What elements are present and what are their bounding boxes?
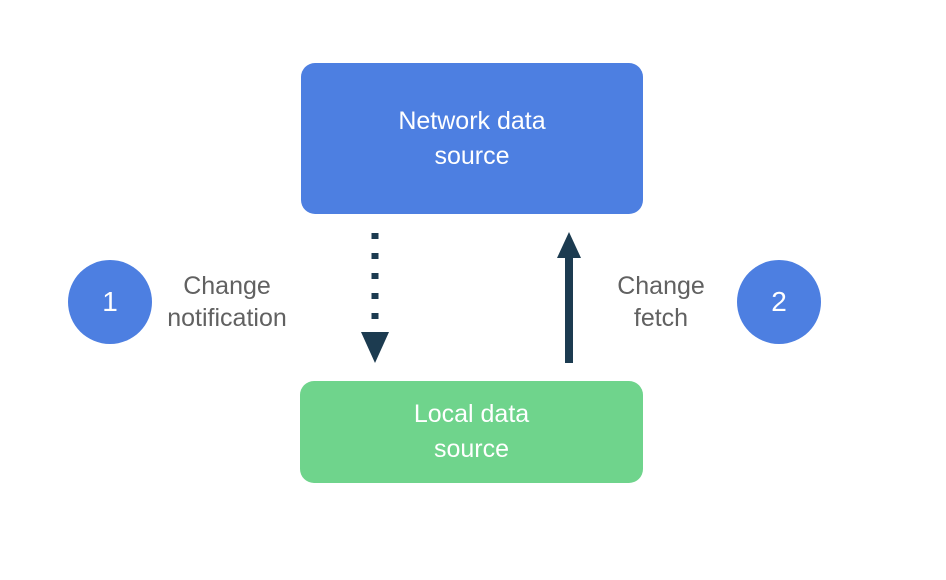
- network-box-label-line1: Network data: [398, 106, 546, 135]
- change-fetch-arrow-icon: [557, 232, 581, 363]
- network-box-label-line2: source: [434, 141, 510, 170]
- change-notification-arrow-icon: [361, 233, 389, 363]
- change-notification-label-line1: Change: [183, 272, 271, 300]
- local-box-label-line2: source: [433, 435, 510, 463]
- change-fetch-label: Change fetch: [581, 262, 741, 342]
- change-notification-label-line2: notification: [167, 304, 287, 332]
- step-2-badge: 2: [737, 260, 821, 344]
- change-notification-label: Change notification: [127, 262, 327, 342]
- change-fetch-label-line1: Change: [617, 272, 705, 300]
- change-fetch-label-line2: fetch: [633, 304, 689, 332]
- local-data-source-box: Local data source: [300, 381, 643, 483]
- step-1-number: 1: [102, 286, 118, 317]
- network-data-source-box: Network data source: [301, 63, 643, 214]
- step-2-number: 2: [771, 286, 787, 317]
- step-1-badge: 1: [68, 260, 152, 344]
- local-box-label-line1: Local data: [413, 400, 530, 428]
